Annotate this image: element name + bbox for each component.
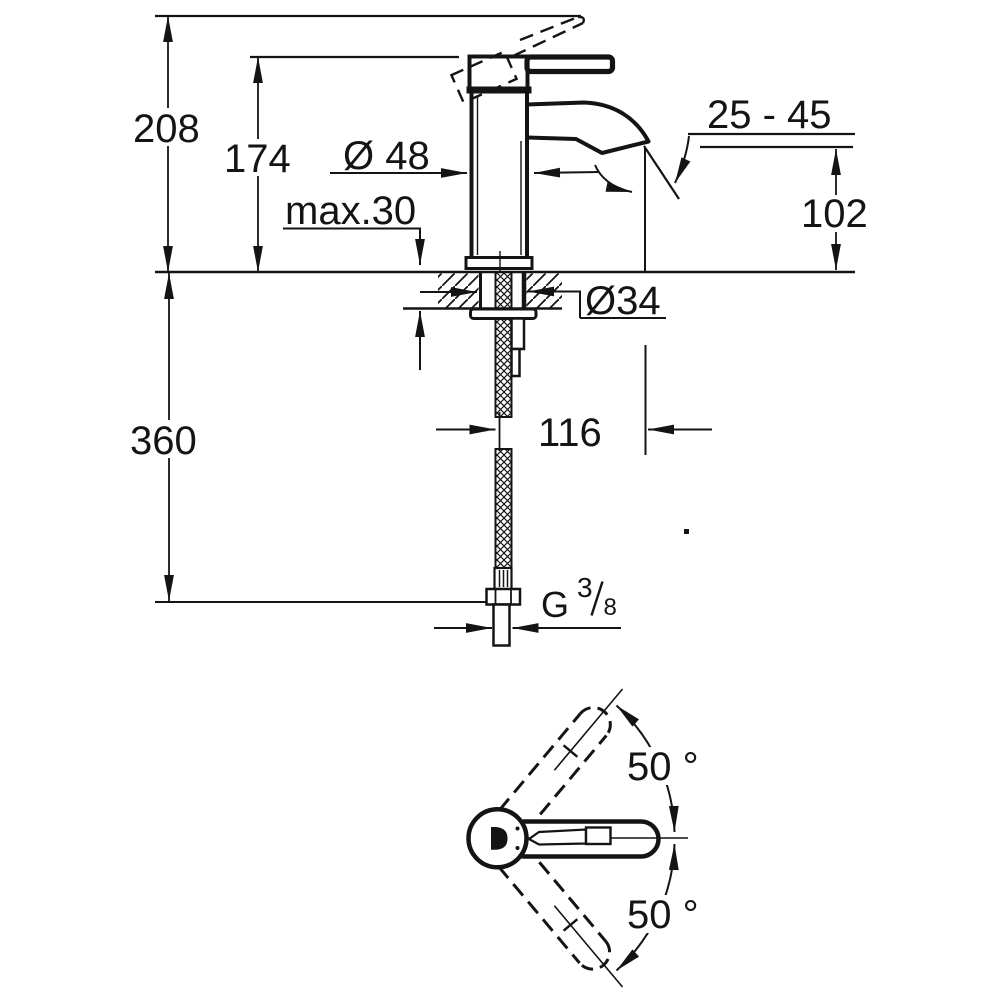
leader-spout-drop (594, 164, 633, 193)
dim-body-height-label: 174 (224, 137, 291, 181)
thread-fraction-slash (590, 581, 604, 616)
dimension-overall-height: 208 (131, 16, 204, 272)
dimension-spout-reach: 116 (436, 411, 712, 455)
dimension-body-diameter: Ø 48 (330, 134, 633, 193)
label-backdrop (128, 420, 201, 458)
leader-max30-down (283, 227, 425, 265)
hose-nut-flats (494, 589, 512, 605)
spout (526, 100, 651, 155)
side-view: 208 174 360 102 max.30 Ø 48 (128, 14, 873, 647)
label-backdrop (623, 747, 703, 785)
ref-line-outlet-direction (643, 145, 680, 200)
hose-ferrule-crimp (498, 570, 509, 587)
fixing-stud-lower (510, 347, 521, 378)
hose-end-tube (492, 603, 511, 647)
leader-outlet-angle (674, 135, 691, 184)
label-backdrop (623, 895, 703, 933)
raised-head-outline (449, 49, 519, 105)
dim-hole-diameter-label: Ø34 (585, 279, 661, 323)
dim-max-thickness-label: max.30 (285, 189, 416, 233)
dimension-thread: G 3 8 (434, 572, 621, 633)
detail-dot-lower (515, 846, 520, 850)
swing-angle-upper-label: 50 ° (627, 745, 699, 789)
dim-overall-height-label: 208 (133, 107, 200, 151)
braided-hose-upper (494, 271, 513, 418)
label-backdrop (799, 195, 873, 232)
top-view: 50 ° 50 ° (466, 688, 703, 988)
deck-hatch-left (438, 273, 479, 308)
base-flange (464, 256, 534, 270)
dimension-hose-length: 360 (128, 273, 201, 601)
detail-dot-upper (515, 826, 520, 831)
braided-hose-lower (494, 448, 513, 569)
handle-position-upper (498, 688, 624, 833)
dim-spout-height-label: 102 (801, 192, 868, 236)
fixing-stud-upper (510, 317, 526, 351)
handle-axis-lower (553, 905, 624, 988)
swing-angle-lower-label: 50 ° (627, 893, 699, 937)
thread-denominator-label: 8 (604, 594, 617, 621)
handle-inner-detail (526, 828, 588, 846)
handle-position-lower (497, 843, 624, 988)
dimension-spout-height: 102 (799, 149, 873, 270)
label-backdrop (131, 108, 204, 146)
hose-connection-nut (485, 587, 522, 606)
dimension-max-thickness: max.30 (283, 189, 425, 370)
thread-letter-label: G (541, 584, 569, 625)
thread-numerator-label: 3 (577, 572, 593, 603)
dim-body-diameter-label: Ø 48 (343, 134, 430, 178)
dim-outlet-angle-label: 25 - 45 (707, 93, 832, 137)
lever-handle-side (524, 54, 616, 75)
fixing-washer (469, 307, 538, 320)
label-backdrop (222, 139, 295, 176)
handle-axis-upper (553, 688, 624, 771)
dimension-hole-diameter: Ø34 (420, 279, 666, 323)
dimension-outlet-angle: 25 - 45 (674, 93, 832, 184)
arrow-body-right (533, 167, 600, 178)
handle-inner-tip (584, 826, 612, 846)
dimension-body-height: 174 (222, 57, 295, 272)
arrow-hole-right-leader (528, 286, 581, 318)
spout-aperture-mark (491, 827, 508, 850)
stray-mark (684, 529, 689, 534)
dim-hose-length-label: 360 (130, 419, 197, 463)
raised-lever-outline (512, 15, 586, 58)
dim-spout-reach-label: 116 (538, 411, 602, 455)
cartridge-head (467, 54, 530, 91)
faucet-side-outline (438, 15, 689, 647)
